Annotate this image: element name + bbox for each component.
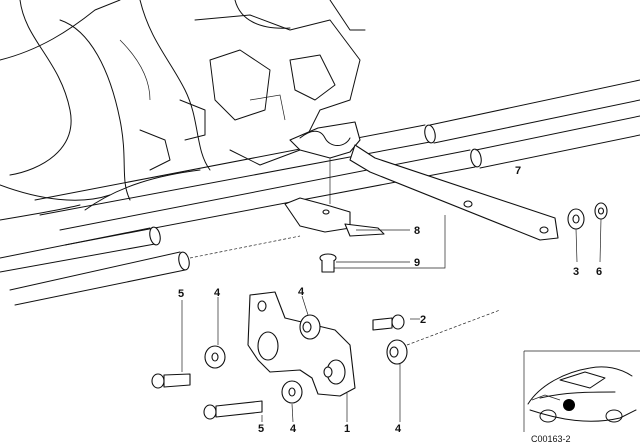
callout-9: 9	[414, 257, 420, 269]
nut-6	[594, 202, 608, 220]
callout-2: 2	[420, 314, 426, 326]
callout-4-bottom-right: 4	[395, 423, 402, 435]
bolt-9	[319, 253, 337, 273]
hanger-bracket	[289, 121, 559, 269]
callout-6: 6	[596, 266, 602, 278]
exhaust-pipes	[0, 79, 640, 306]
callout-4-left: 4	[214, 287, 221, 299]
callout-4-bottom-mid: 4	[290, 423, 297, 435]
bolts	[151, 314, 405, 420]
callout-labels: 1 2 3 4 4 4 4 5 5 6 7 8 9	[178, 165, 602, 435]
callout-7: 7	[515, 165, 521, 177]
callout-4-top: 4	[298, 286, 305, 298]
location-marker	[563, 399, 575, 411]
vehicle-location-inset	[523, 350, 640, 432]
callout-8: 8	[414, 225, 420, 237]
callout-3: 3	[573, 266, 579, 278]
leader-lines	[181, 218, 602, 423]
transmission-housing	[0, 0, 366, 221]
callout-5-top: 5	[178, 288, 184, 300]
bushings	[204, 309, 501, 404]
callout-5-bottom: 5	[258, 423, 264, 435]
mounting-plate	[247, 291, 356, 397]
image-code: C00163-2	[531, 434, 571, 444]
washer-3	[567, 208, 585, 230]
callout-1: 1	[344, 423, 350, 435]
